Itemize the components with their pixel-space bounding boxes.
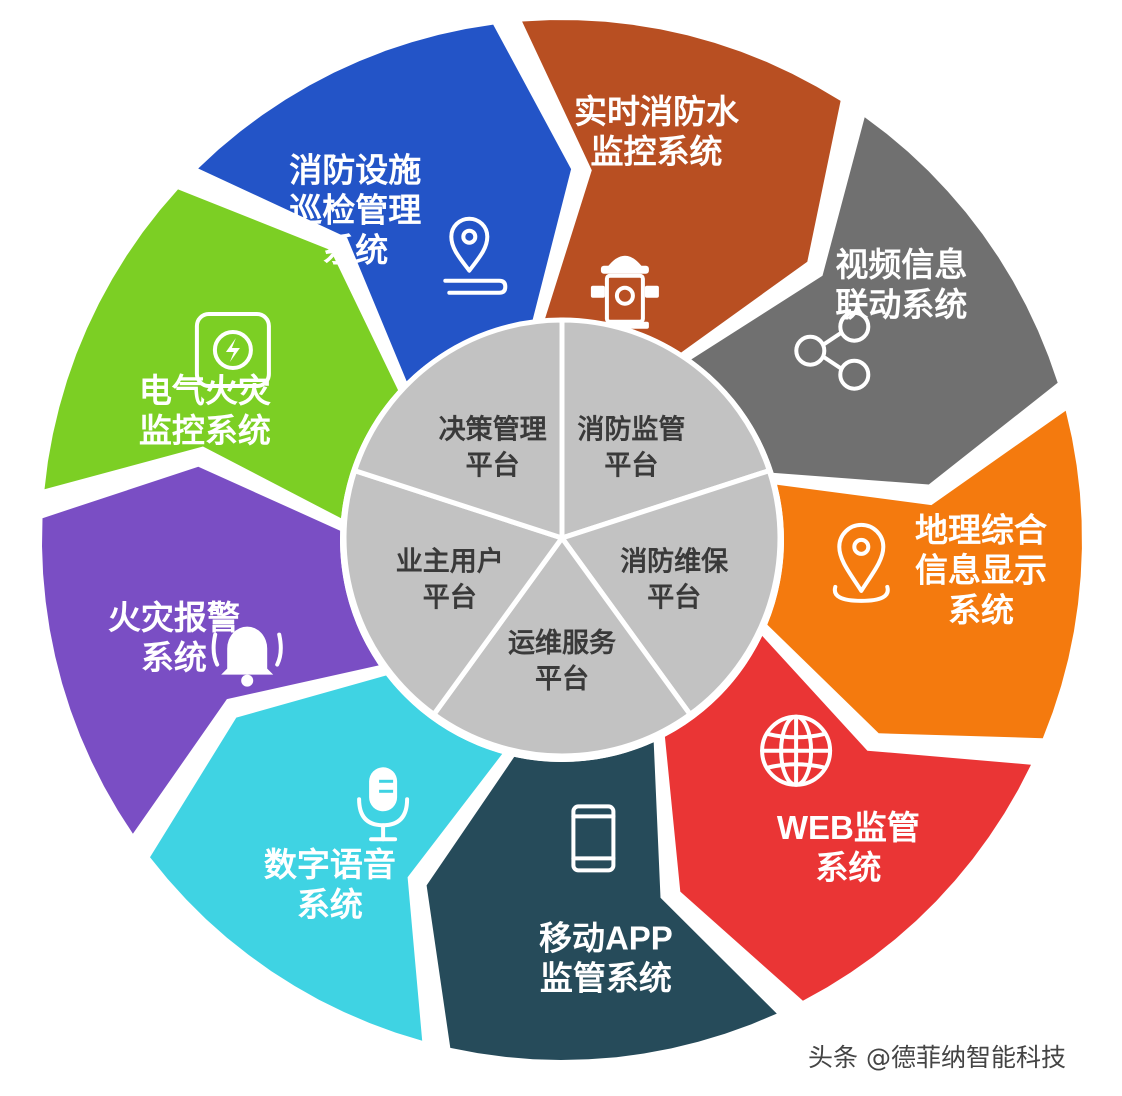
lightning-icon [194,312,271,388]
platform-slice-supervision [559,317,773,542]
platform-label-ops: 平台 [535,663,589,695]
location-pin-icon [443,216,508,295]
module-label-geo: 地理综合 [915,511,1047,548]
module-label-geo: 信息显示 [915,551,1047,588]
platform-label-decision: 决策管理 [439,414,547,446]
platform-label-decision: 平台 [466,450,520,482]
module-segment-geo [767,410,1082,739]
fire-hydrant-icon [590,255,659,329]
mobile-phone-icon [571,804,616,873]
module-label-alarm: 系统 [141,639,207,676]
module-label-patrol: 系统 [322,231,388,268]
module-segment-alarm [42,466,379,834]
platform-label-ops: 运维服务 [508,628,616,659]
module-label-app: 监管系统 [540,960,672,997]
module-label-app: 移动APP [539,920,673,957]
module-label-voice: 数字语音 [264,846,396,883]
module-label-video: 联动系统 [835,286,967,323]
platform-slice-ops [430,533,694,759]
module-segment-voice [150,675,503,1041]
module-label-web: WEB监管 [777,809,920,846]
module-label-fire-water: 监控系统 [591,133,723,170]
platform-label-maintenance: 平台 [647,582,701,614]
module-label-video: 视频信息 [835,246,967,283]
platform-label-owner: 平台 [423,582,477,614]
module-label-alarm: 火灾报警 [108,599,240,636]
platform-slice-decision [351,317,565,542]
module-label-voice: 系统 [297,886,363,923]
share-nodes-icon [794,310,871,391]
globe-icon [760,714,833,787]
module-label-electric: 电气火灾 [139,372,271,409]
inner-platform-circle [340,317,784,762]
platform-label-maintenance: 消防维保 [620,547,729,578]
module-label-web: 系统 [815,849,881,886]
map-pin-icon [832,522,890,603]
microphone-icon [357,767,410,842]
platform-slice-maintenance [557,467,783,718]
platform-label-supervision: 消防监管 [577,415,685,446]
bell-icon [211,626,283,687]
watermark: 头条 @德菲纳智能科技 [808,1043,1066,1072]
module-label-electric: 监控系统 [139,412,271,449]
platform-label-supervision: 平台 [604,450,658,482]
module-segment-app [426,742,777,1060]
platform-slice-owner [341,467,567,718]
module-segment-web [664,635,1031,1001]
platform-label-owner: 业主用户 [396,546,504,578]
module-label-patrol: 巡检管理 [289,191,421,228]
module-label-fire-water: 实时消防水 [574,93,740,130]
outer-module-icons [194,216,890,873]
module-label-geo: 系统 [948,591,1014,628]
module-segment-video [691,117,1058,485]
module-label-patrol: 消防设施 [289,151,421,188]
outer-module-labels: 实时消防水监控系统视频信息联动系统地理综合信息显示系统WEB监管系统移动APP监… [108,93,1047,997]
module-segment-electric [44,189,399,519]
